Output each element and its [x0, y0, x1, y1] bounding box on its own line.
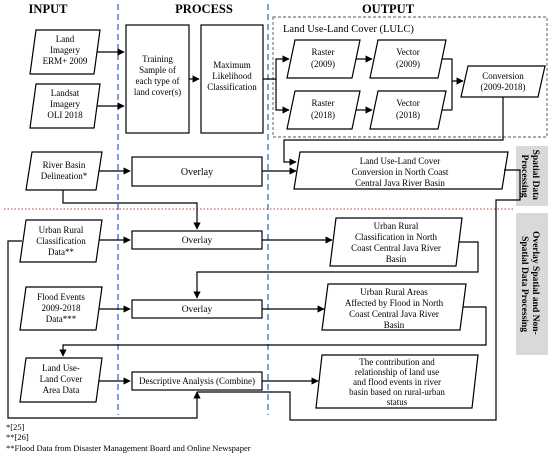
footnote-1: *[25] — [6, 422, 25, 432]
svg-text:Vector(2009): Vector(2009) — [396, 47, 420, 69]
svg-text:Raster(2018): Raster(2018) — [311, 98, 335, 120]
header-input: INPUT — [29, 2, 69, 16]
lulc-group-title: Land Use-Land Cover (LULC) — [283, 24, 414, 35]
svg-text:Overlay: Overlay — [182, 236, 213, 246]
lulc-group-frame — [272, 16, 548, 138]
lulc-raster-2009: Raster(2009) — [286, 39, 361, 79]
side-label-spatial: Spatial Data Processing — [519, 150, 540, 203]
process-overlay-3: Overlay — [131, 299, 263, 319]
process-overlay-1: Overlay — [131, 156, 263, 187]
svg-text:Descriptive Analysis (Combine): Descriptive Analysis (Combine) — [139, 376, 255, 386]
svg-text:Overlay: Overlay — [181, 167, 213, 178]
process-overlay-2: Overlay — [131, 230, 263, 250]
lulc-vector-2018: Vector(2018) — [369, 90, 447, 130]
header-output: OUTPUT — [362, 2, 415, 16]
lulc-raster-2018: Raster(2018) — [286, 90, 361, 130]
side-label-bg-spatial — [516, 146, 548, 206]
footnote-3: **Flood Data from Disaster Management Bo… — [6, 443, 251, 453]
svg-text:Overlay: Overlay — [182, 305, 213, 315]
process-descriptive-analysis: Descriptive Analysis (Combine) — [131, 371, 263, 391]
side-label-overlay-spatial: Overlay Spatial and Non- Spatial Data Pr… — [519, 231, 540, 337]
lulc-vector-2009: Vector(2009) — [369, 39, 447, 79]
svg-text:Vector(2018): Vector(2018) — [396, 98, 420, 120]
svg-text:Conversion(2009-2018): Conversion(2009-2018) — [481, 71, 526, 92]
header-process: PROCESS — [175, 2, 233, 16]
lulc-conversion: Conversion(2009-2018) — [460, 65, 546, 98]
footnote-2: **[26] — [6, 432, 29, 442]
side-label-bg-overlay — [516, 213, 548, 355]
connectors — [7, 48, 521, 421]
svg-text:Raster(2009): Raster(2009) — [311, 47, 335, 69]
